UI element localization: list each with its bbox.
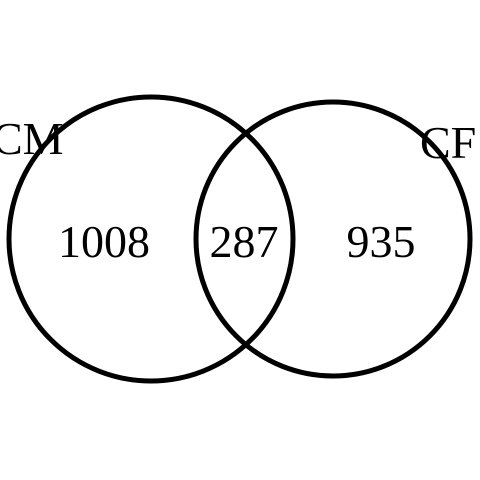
count-cm-only: 1008	[58, 216, 150, 267]
set-label-cf: CF	[420, 117, 476, 168]
set-circle-cm	[6, 94, 296, 384]
count-intersection: 287	[210, 216, 279, 267]
set-label-cm: CM	[0, 113, 64, 164]
set-circle-cf	[193, 99, 473, 379]
count-cf-only: 935	[347, 216, 416, 267]
